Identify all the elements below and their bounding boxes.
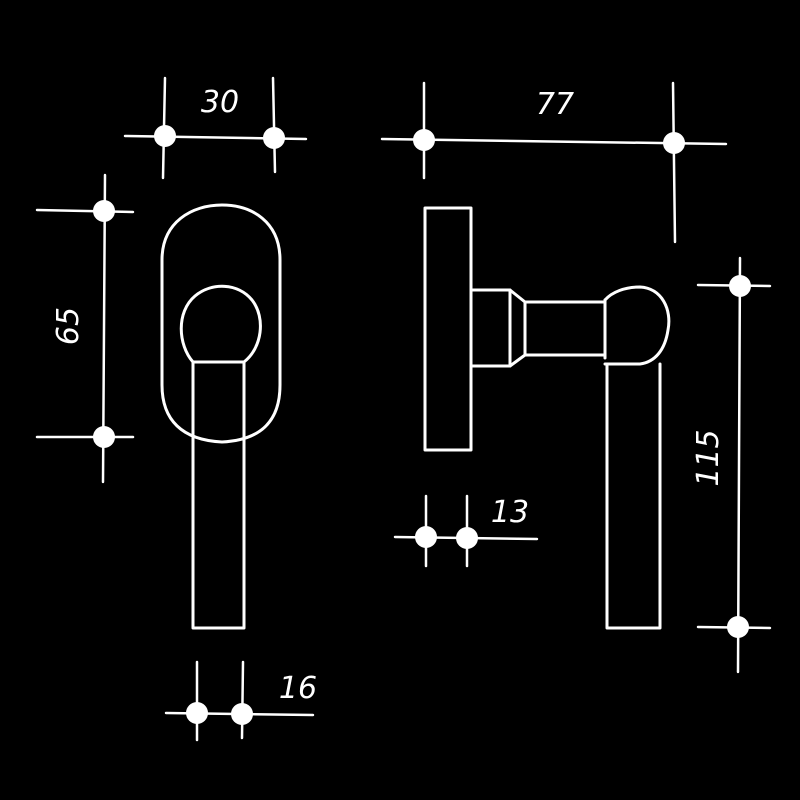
dimension-handle-length: 115	[691, 256, 772, 674]
rose-outline	[160, 203, 282, 444]
handle-ball	[603, 285, 671, 366]
front-view	[160, 203, 282, 630]
handle-shank	[523, 300, 607, 357]
dimension-rose-thickness: 13	[393, 494, 539, 568]
dimension-label-77: 77	[536, 87, 574, 122]
spindle-neck	[469, 288, 527, 368]
handle-bar	[191, 360, 246, 630]
rose-plate	[423, 206, 473, 452]
dimension-label-16: 16	[279, 671, 317, 706]
dimension-label-65: 65	[51, 307, 86, 345]
dimension-projection: 77	[380, 81, 728, 244]
dimension-label-115: 115	[691, 429, 726, 486]
dimension-label-30: 30	[201, 85, 239, 120]
handle-boss	[179, 284, 262, 364]
side-view	[423, 206, 671, 630]
dimension-handle-width: 16	[164, 660, 317, 742]
dimension-rose-height: 65	[35, 173, 135, 484]
dimension-rose-width: 30	[123, 76, 308, 180]
handle-lever	[605, 362, 662, 630]
dimension-label-13: 13	[491, 495, 529, 530]
